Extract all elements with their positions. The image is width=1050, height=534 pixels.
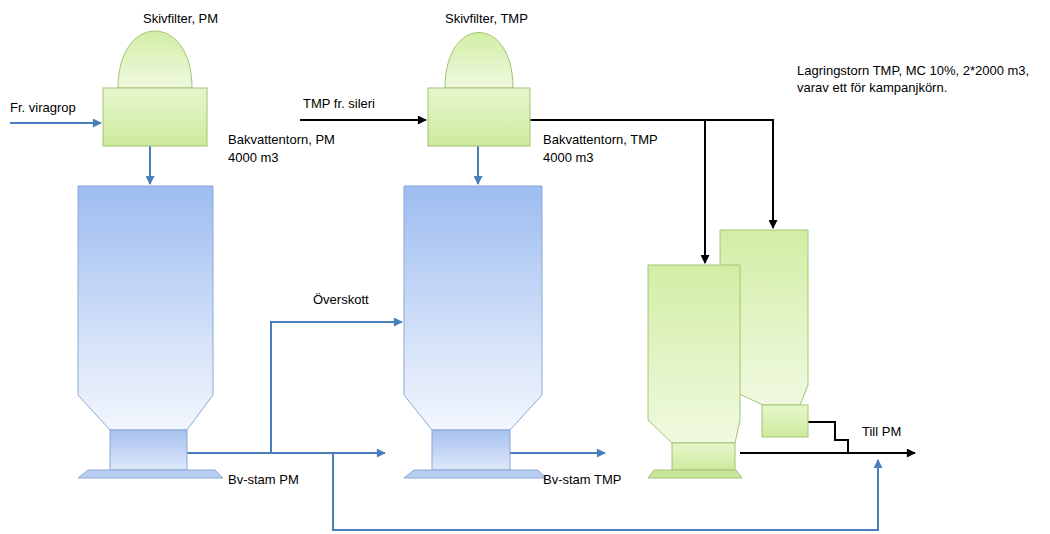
tower-foot bbox=[404, 470, 546, 478]
tower-foot bbox=[78, 470, 223, 478]
tower-body bbox=[404, 186, 542, 430]
disc-filter: Skivfilter, TMP bbox=[428, 32, 530, 146]
inlet-pipe bbox=[300, 119, 426, 121]
tower-body bbox=[78, 186, 213, 430]
node-title: Skivfilter, TMP bbox=[445, 11, 528, 28]
outlet-pipe bbox=[808, 422, 848, 453]
node-volume: 4000 m3 bbox=[543, 150, 594, 167]
filter-box bbox=[428, 88, 530, 146]
return-pipe bbox=[333, 453, 878, 530]
pipe-connector bbox=[530, 120, 773, 228]
bv-stam-pipe bbox=[510, 452, 605, 454]
disc-filter-shape bbox=[428, 32, 530, 146]
pipe-label: Bv-stam PM bbox=[228, 472, 290, 489]
branch-pipe bbox=[704, 120, 706, 263]
outlet-pipe bbox=[740, 452, 915, 454]
filter-box bbox=[103, 88, 207, 146]
backwater-tower-shape bbox=[404, 186, 546, 479]
tower-base bbox=[672, 443, 735, 470]
tower-base bbox=[432, 430, 510, 470]
tower-foot bbox=[648, 470, 742, 478]
node-title: Skivfilter, PM bbox=[143, 11, 218, 28]
node-title: Bakvattentorn, TMP bbox=[543, 132, 658, 149]
disc-filter: Skivfilter, PM bbox=[103, 30, 207, 146]
pipe-label: Bv-stam TMP bbox=[543, 472, 605, 489]
backwater-tower-shape bbox=[78, 186, 223, 479]
tower-base bbox=[762, 405, 808, 437]
filter-dome bbox=[445, 33, 513, 89]
pipe-label: TMP fr. sileri bbox=[303, 96, 375, 113]
disc-filter-shape bbox=[103, 30, 207, 146]
pipe-label: Till PM bbox=[862, 424, 901, 441]
node-title: Bakvattentorn, PM bbox=[228, 132, 335, 149]
pipe-connector bbox=[187, 322, 402, 453]
node-title: Lagringstorn TMP, MC 10%, 2*2000 m3, var… bbox=[797, 63, 1042, 97]
storage-tower bbox=[648, 265, 740, 443]
filter-dome bbox=[118, 31, 192, 88]
edge-label: Överskott bbox=[311, 292, 371, 309]
node-volume: 4000 m3 bbox=[228, 150, 279, 167]
tower-base bbox=[110, 430, 187, 470]
inlet-pipe bbox=[10, 122, 101, 124]
pipe-connector bbox=[477, 146, 479, 184]
backwater-tower: Bakvattentorn, TMP4000 m3 bbox=[404, 186, 546, 479]
backwater-tower: Bakvattentorn, PM4000 m3 bbox=[78, 186, 223, 479]
pipe-label: Fr. viragrop bbox=[10, 100, 76, 117]
storage-tower: Lagringstorn TMP, MC 10%, 2*2000 m3, var… bbox=[648, 230, 808, 478]
storage-tower-shape bbox=[648, 230, 808, 478]
pipe-connector bbox=[149, 146, 151, 184]
